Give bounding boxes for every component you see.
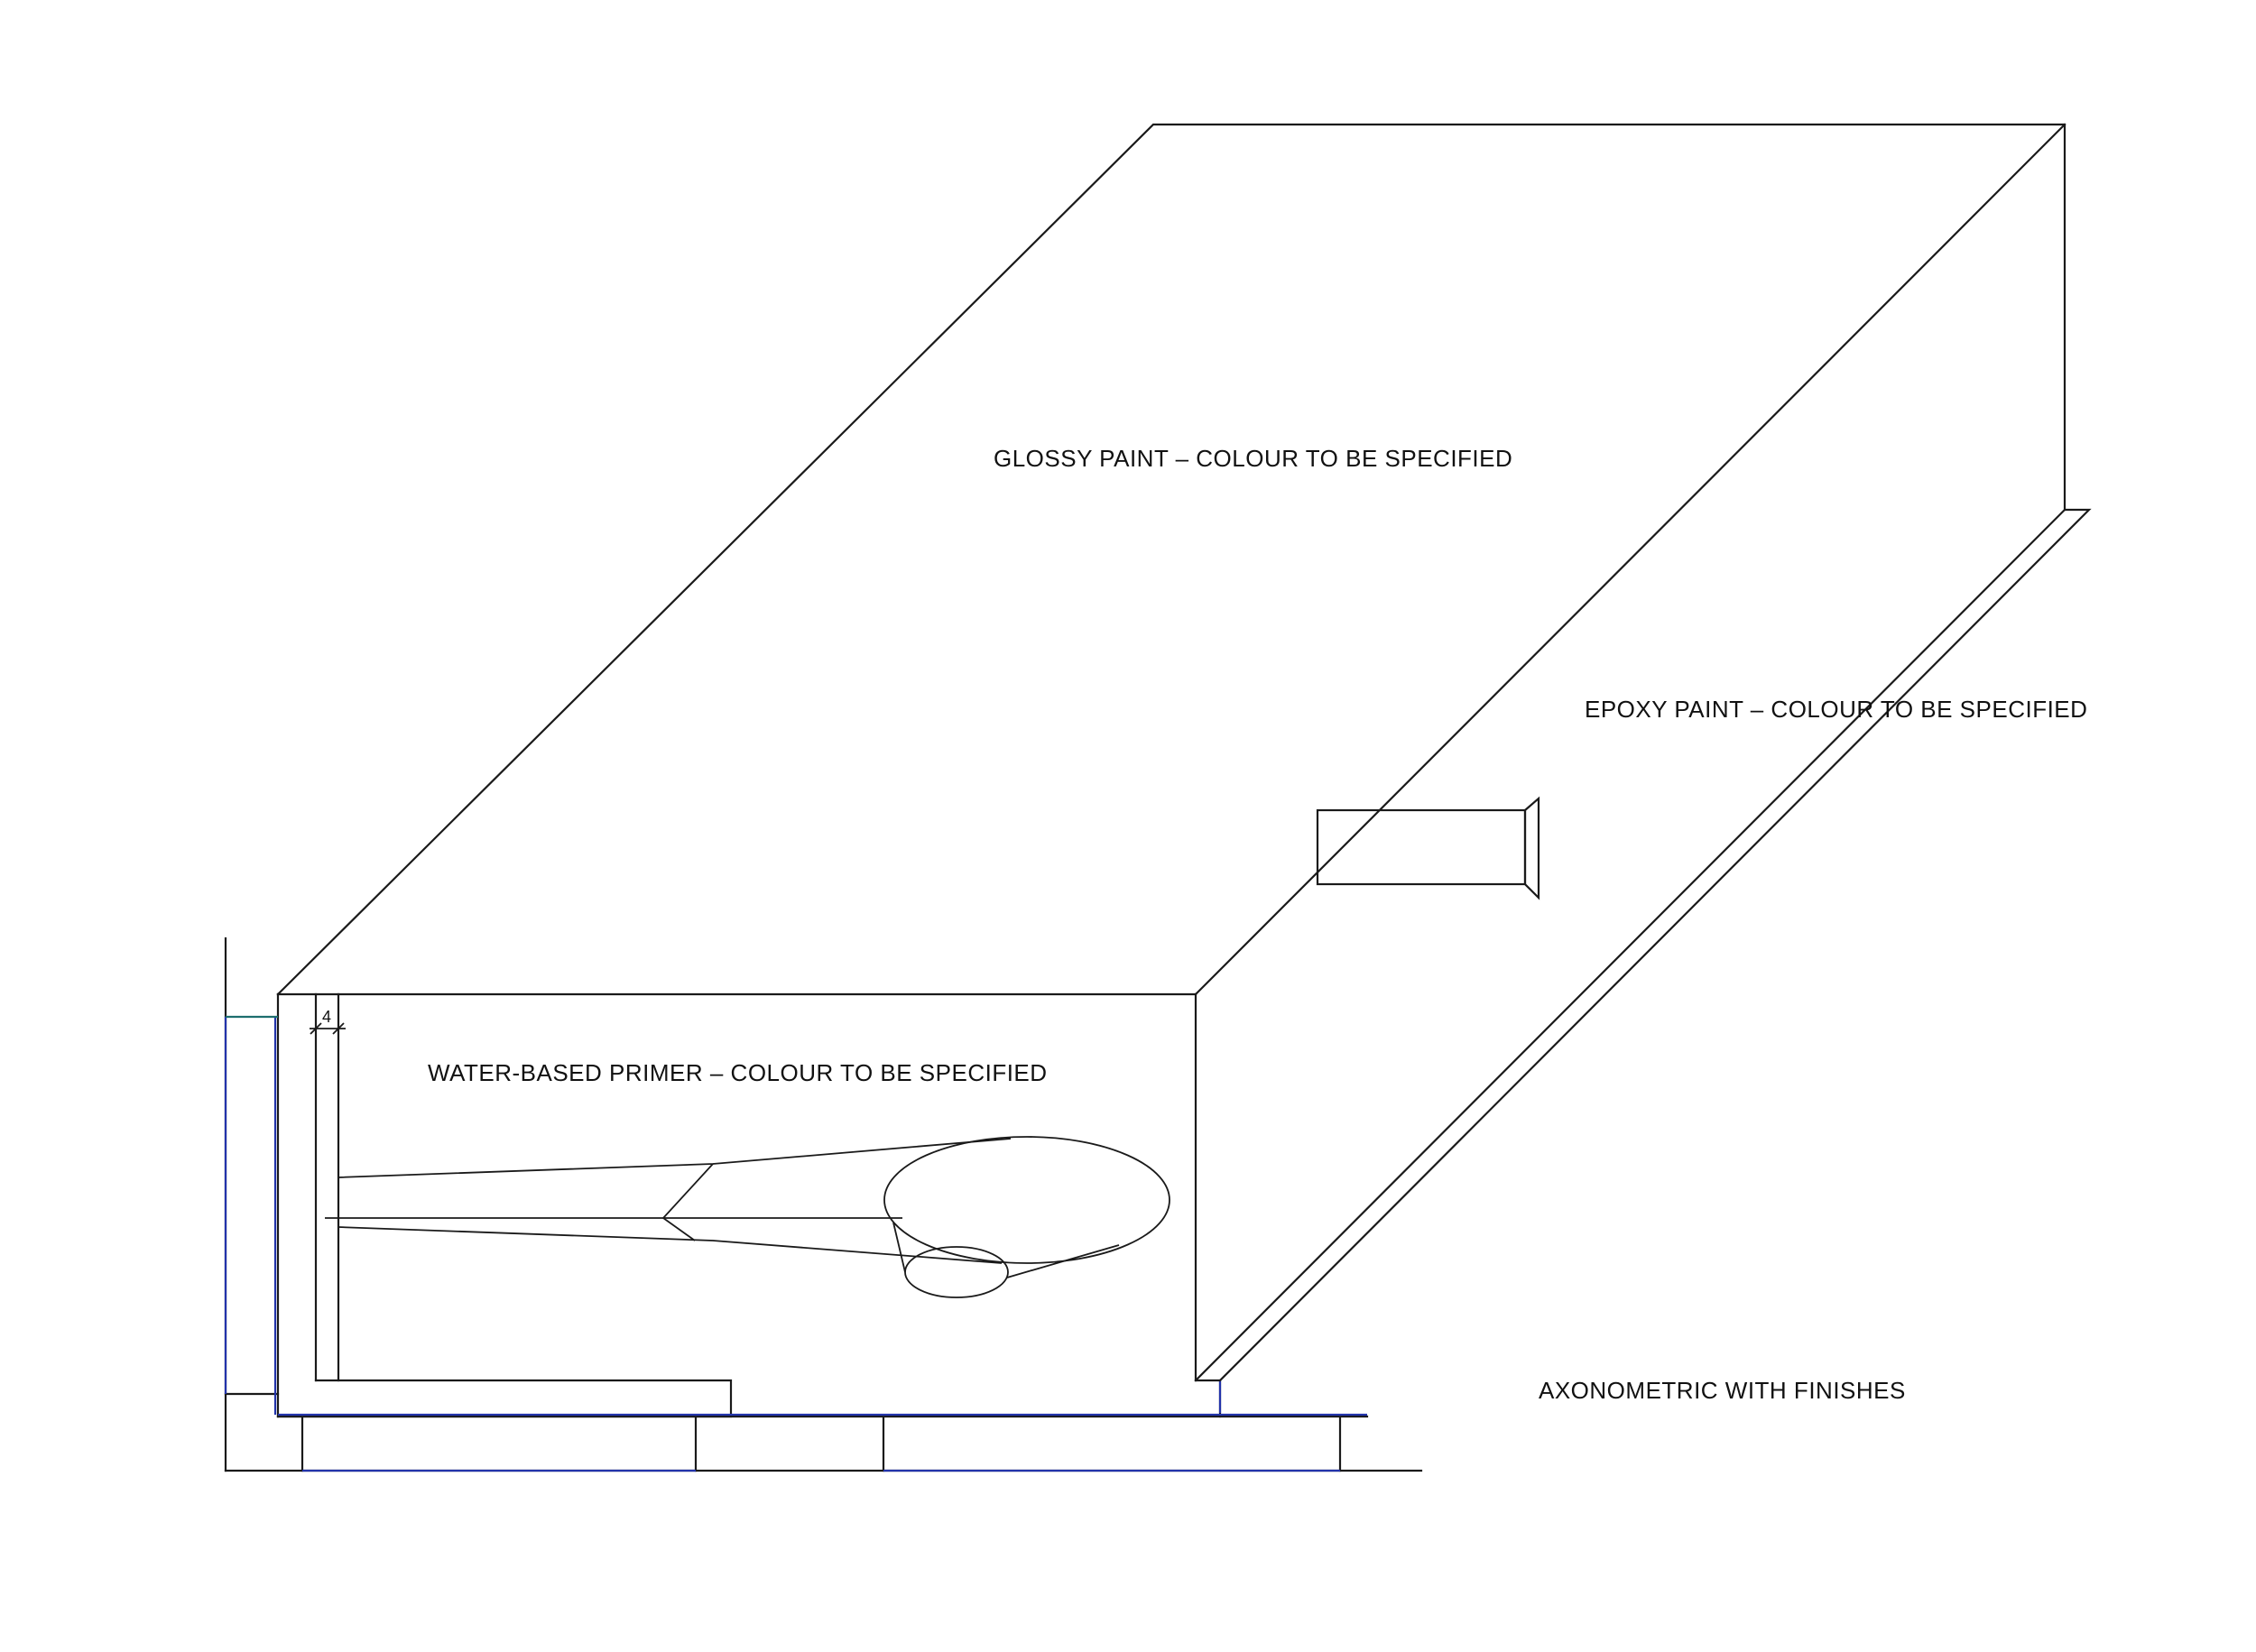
finish-lines-blue	[224, 1017, 1367, 1472]
glossy-paint-label: GLOSSY PAINT – COLOUR TO BE SPECIFIED	[994, 445, 1512, 472]
wall-thickness-dimension: 4	[310, 1008, 346, 1035]
epoxy-wall-ledge	[1194, 508, 2092, 1382]
wall-box	[1316, 796, 1540, 900]
dimension-label: 4	[322, 1008, 331, 1026]
drawing-title: AXONOMETRIC WITH FINISHES	[1539, 1377, 1906, 1404]
wall-and-floor-profile	[276, 992, 733, 1418]
ceiling-slab	[276, 123, 2066, 996]
ground-structure	[224, 937, 1423, 1472]
front-section	[276, 992, 1197, 1418]
epoxy-paint-label: EPOXY PAINT – COLOUR TO BE SPECIFIED	[1585, 696, 2087, 723]
racket-object	[325, 1136, 1170, 1298]
water-based-primer-label: WATER-BASED PRIMER – COLOUR TO BE SPECIF…	[428, 1059, 1048, 1086]
